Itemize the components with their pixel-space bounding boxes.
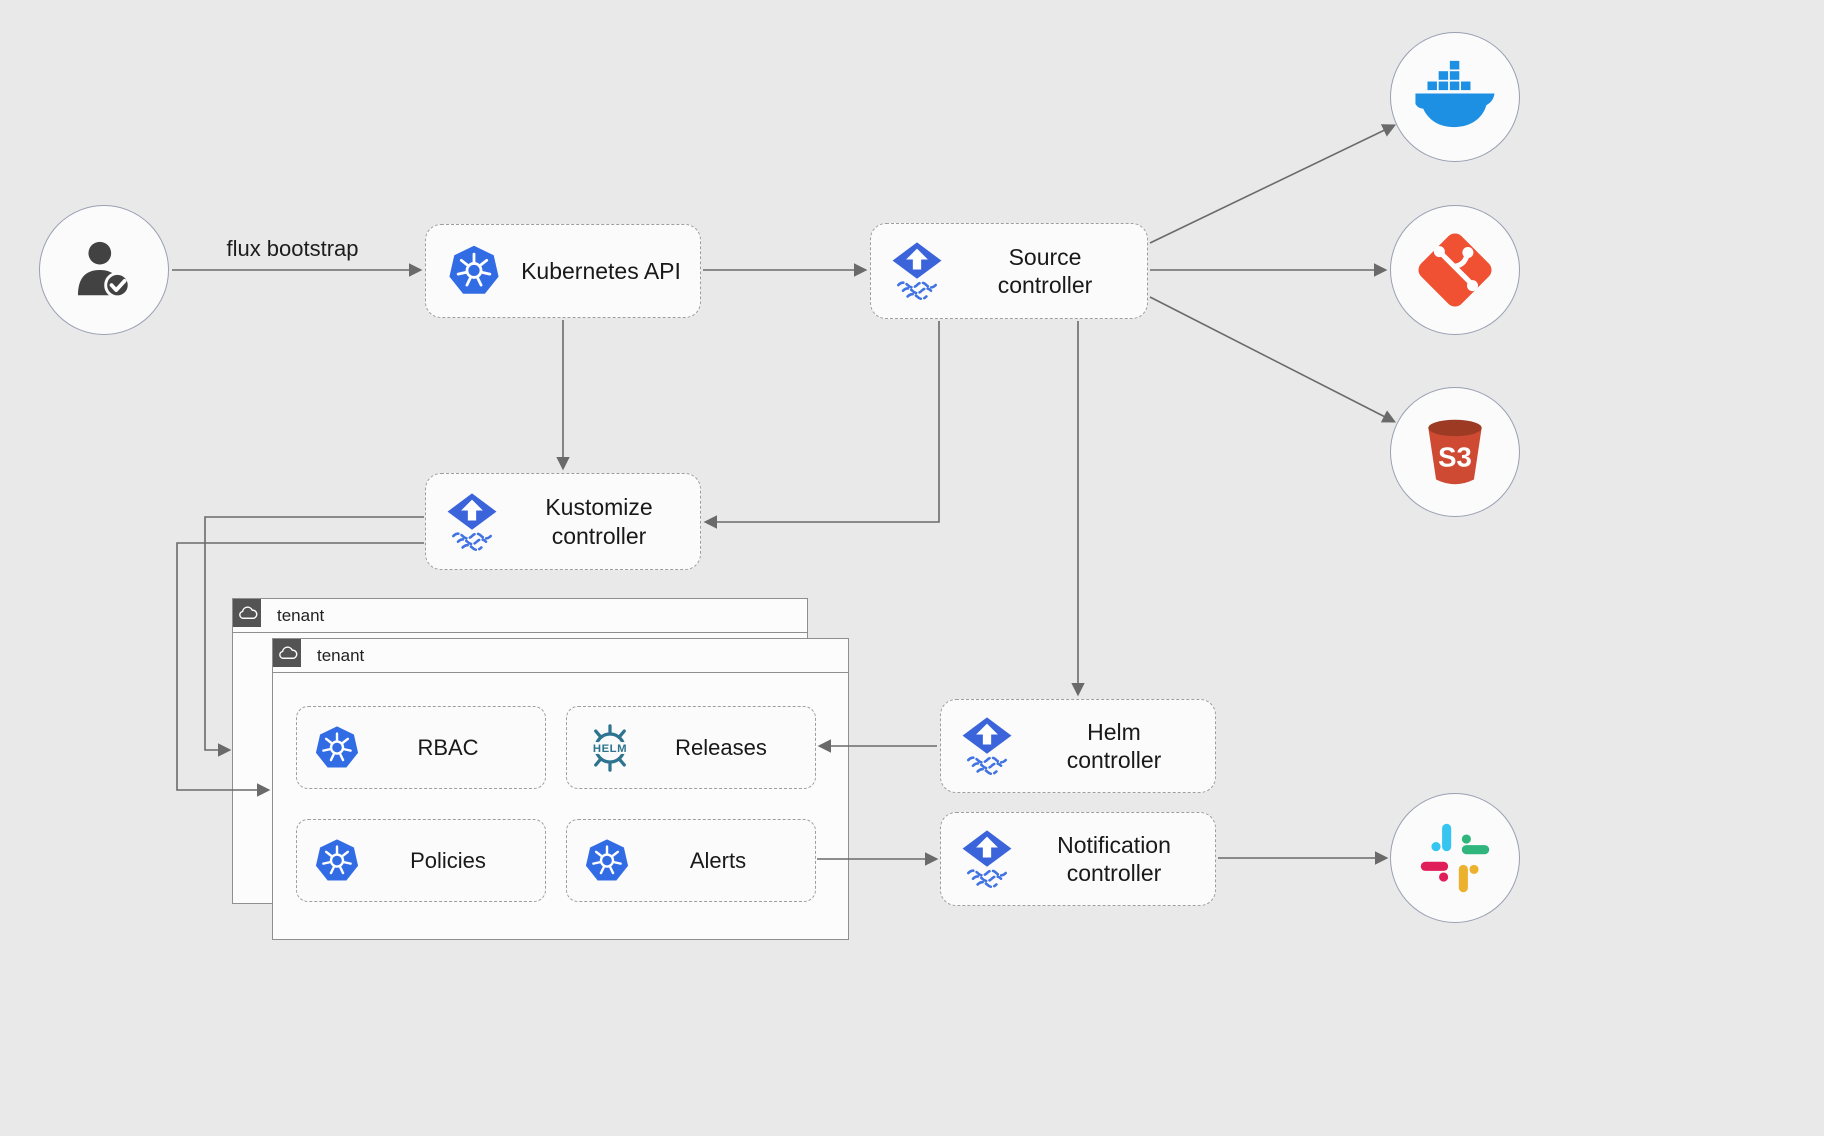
node-label-helm-controller: Helm controller: [1066, 718, 1162, 773]
tenant-front-header: tenant: [273, 639, 848, 673]
node-helm-controller: Helm controller: [940, 699, 1216, 793]
s3-icon: S3: [1428, 419, 1482, 485]
item-rbac: RBAC: [296, 706, 546, 789]
node-label-kustomize-controller: Kustomize controller: [545, 494, 653, 549]
node-user: [39, 205, 169, 335]
kubernetes-icon: [314, 724, 360, 769]
kubernetes-icon: [584, 837, 630, 882]
helm-icon: HELM: [586, 723, 634, 772]
node-label-source-controller: Source controller: [997, 243, 1093, 298]
edge-label-flux-bootstrap: flux bootstrap: [226, 236, 359, 261]
node-label-notification-controller: Notification controller: [1057, 831, 1171, 886]
item-releases: HELM Releases: [566, 706, 816, 789]
docker-icon: [1415, 60, 1495, 128]
cloud-icon: [273, 639, 301, 667]
node-kubernetes-api: Kubernetes API: [425, 224, 701, 318]
tenant-box-front: tenant RBAC HELM Releas: [272, 638, 849, 940]
tenant-front-label: tenant: [317, 646, 365, 665]
node-notification-controller: Notification controller: [940, 812, 1216, 906]
node-s3-bucket: S3: [1390, 387, 1520, 517]
item-label-releases: Releases: [675, 734, 767, 760]
node-docker-registry: [1390, 32, 1520, 162]
node-git-repository: [1390, 205, 1520, 335]
tenant-back-label: tenant: [277, 606, 325, 625]
flux-icon: [961, 830, 1013, 888]
flux-icon: [891, 242, 943, 300]
flux-icon: [446, 492, 498, 551]
flux-icon: [961, 717, 1013, 775]
edge-source-to-docker: [1149, 124, 1397, 244]
user-check-icon: [77, 241, 131, 299]
tenant-back-header: tenant: [233, 599, 807, 633]
node-label-kubernetes-api: Kubernetes API: [521, 257, 681, 284]
item-label-policies: Policies: [410, 847, 486, 873]
item-label-rbac: RBAC: [417, 734, 479, 760]
item-alerts: Alerts: [566, 819, 816, 902]
edge-source-to-s3: [1149, 296, 1397, 423]
kubernetes-icon: [314, 837, 360, 882]
node-source-controller: Source controller: [870, 223, 1148, 319]
item-policies: Policies: [296, 819, 546, 902]
git-icon: [1418, 233, 1492, 307]
cloud-icon: [233, 599, 261, 627]
node-kustomize-controller: Kustomize controller: [425, 473, 701, 570]
edge-source-to-kustomize: [703, 321, 940, 529]
kubernetes-icon: [448, 244, 500, 296]
item-label-alerts: Alerts: [689, 847, 747, 873]
slack-icon: [1420, 823, 1490, 893]
node-slack: [1390, 793, 1520, 923]
helm-wordmark: HELM: [593, 742, 627, 754]
s3-label: S3: [1438, 442, 1472, 473]
